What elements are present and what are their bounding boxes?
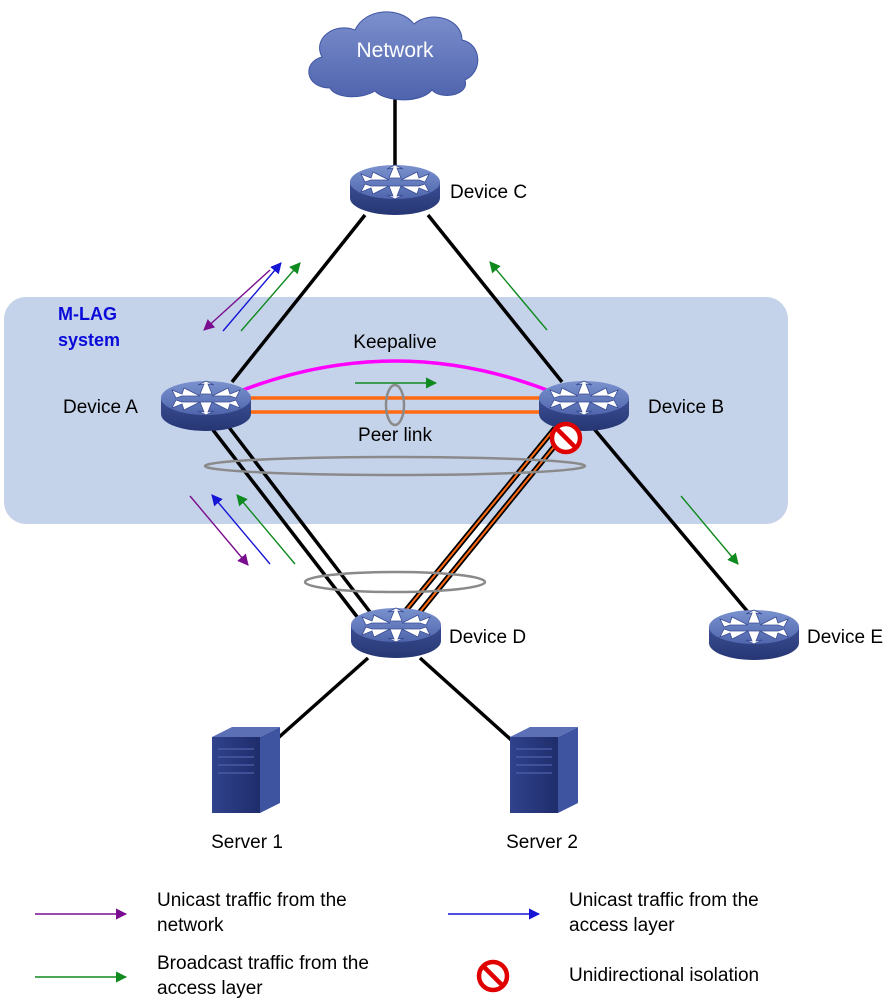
orange-links xyxy=(245,396,545,414)
legend-broadcast-access: Broadcast traffic from the access layer xyxy=(157,953,369,999)
arrow-unicast-access-up xyxy=(222,262,282,332)
unidirectional-isolation-icon xyxy=(549,421,583,455)
device-a-icon xyxy=(160,380,252,432)
peer-link-label: Peer link xyxy=(358,425,432,446)
arrow-broadcast-to-device-c xyxy=(489,261,548,331)
arrow-broadcast-access-to-device-a xyxy=(236,494,296,565)
device-d-icon xyxy=(350,607,442,659)
device-b-icon xyxy=(538,380,630,432)
legend-symbols xyxy=(35,908,541,983)
legend-isolation-icon xyxy=(476,959,510,993)
link-device-c-device-a xyxy=(230,213,367,384)
device-e-label: Device E xyxy=(807,627,883,648)
arrow-broadcast-to-device-e xyxy=(680,495,739,565)
arrow-unicast-access-to-device-a xyxy=(211,494,271,565)
arrow-broadcast-access-up xyxy=(240,262,301,332)
legend-unicast-access: Unicast traffic from the access layer xyxy=(569,890,759,936)
server-1-label: Server 1 xyxy=(211,832,283,853)
keepalive-link xyxy=(237,359,553,394)
device-b-label: Device B xyxy=(648,397,724,418)
device-a-label: Device A xyxy=(63,397,138,418)
arrow-unicast-network-to-device-d xyxy=(189,495,249,566)
link-device-a-device-d-2 xyxy=(226,424,372,614)
server-1-icon xyxy=(211,726,281,814)
device-e-icon xyxy=(708,609,800,661)
keepalive-label: Keepalive xyxy=(353,332,436,353)
device-d-label: Device D xyxy=(449,627,526,648)
mlag-system-label-line2: system xyxy=(58,330,120,350)
mlag-system-label-line1: M-LAG xyxy=(58,304,117,324)
link-device-c-device-b xyxy=(426,213,564,384)
links xyxy=(211,95,755,748)
link-device-b-device-e xyxy=(588,422,755,620)
device-c-label: Device C xyxy=(450,182,527,203)
peer-link-aggregation-ellipse xyxy=(384,383,406,427)
traffic-arrows xyxy=(189,261,739,566)
server-2-label: Server 2 xyxy=(506,832,578,853)
network-label: Network xyxy=(356,39,434,62)
network-cloud-icon xyxy=(308,11,479,101)
device-d-aggregation-ellipse xyxy=(303,570,487,594)
server-2-icon xyxy=(509,726,579,814)
legend-isolation: Unidirectional isolation xyxy=(569,965,760,986)
device-c-icon xyxy=(349,164,441,216)
arrow-unicast-network-down xyxy=(203,269,271,331)
mlag-aggregation-ellipse xyxy=(203,455,587,477)
link-device-d-server-1 xyxy=(276,656,370,740)
legend-unicast-network: Unicast traffic from the network xyxy=(157,890,347,936)
link-device-d-server-2 xyxy=(418,656,520,748)
